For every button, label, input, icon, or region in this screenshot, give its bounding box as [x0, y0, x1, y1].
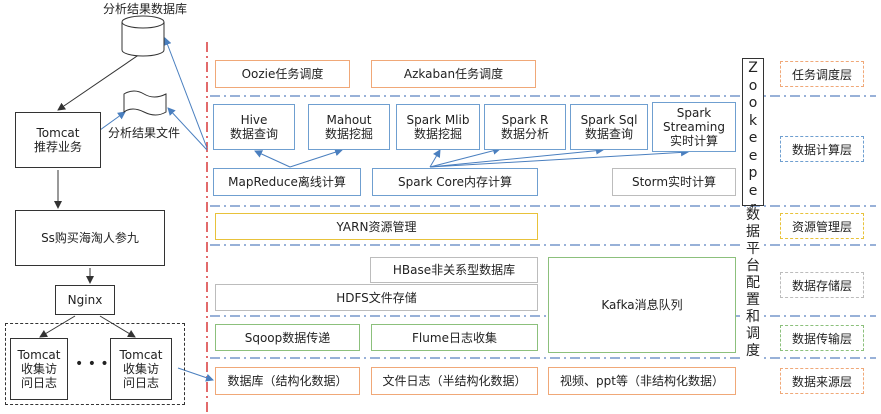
spark-r-box: Spark R 数据分析 — [484, 104, 566, 150]
nginx-box: Nginx — [55, 285, 115, 315]
db-label: 分析结果数据库 — [103, 2, 188, 16]
oozie-box: Oozie任务调度 — [215, 60, 350, 88]
source-video-box: 视频、ppt等（非结构化数据） — [548, 367, 736, 395]
hive-box: Hive 数据查询 — [213, 104, 295, 150]
file-label: 分析结果文件 — [108, 126, 181, 140]
layer-label-transfer: 数据传输层 — [780, 325, 864, 351]
mall-box: Ss购买海淘人参九 — [15, 210, 165, 266]
tomcat-log-box-1: Tomcat 收集访 问日志 — [10, 338, 68, 400]
log-collection-group — [5, 323, 185, 405]
database-icon — [121, 15, 165, 57]
tomcat-log-box-2: Tomcat 收集访 问日志 — [110, 338, 172, 400]
storm-box: Storm实时计算 — [612, 168, 736, 196]
spark-mlib-box: Spark Mlib 数据挖掘 — [396, 104, 480, 150]
file-icon — [123, 90, 167, 116]
ellipsis-dots: • • • — [75, 356, 109, 372]
flume-box: Flume日志收集 — [371, 324, 538, 351]
yarn-box: YARN资源管理 — [215, 213, 538, 240]
layer-label-compute: 数据计算层 — [780, 136, 864, 162]
spark-core-box: Spark Core内存计算 — [372, 168, 538, 196]
spark-streaming-box: Spark Streaming 实时计算 — [652, 102, 736, 152]
mahout-box: Mahout 数据挖掘 — [308, 104, 390, 150]
azkaban-box: Azkaban任务调度 — [371, 60, 536, 88]
layer-label-source: 数据来源层 — [780, 368, 864, 394]
sqoop-box: Sqoop数据传递 — [215, 324, 360, 351]
zookeeper-label: Zoo kee per — [748, 60, 758, 216]
zookeeper-box — [742, 58, 764, 206]
spark-sql-box: Spark Sql 数据查询 — [570, 104, 648, 150]
layer-label-resource: 资源管理层 — [780, 213, 864, 239]
platform-config-label: 数据平 台配置 和调度 — [742, 207, 764, 360]
hbase-box: HBase非关系型数据库 — [370, 257, 538, 283]
source-log-box: 文件日志（半结构化数据） — [371, 367, 538, 395]
tomcat-recommend-box: Tomcat 推荐业务 — [15, 112, 101, 168]
layer-label-scheduling: 任务调度层 — [780, 61, 864, 87]
layer-label-storage: 数据存储层 — [780, 272, 864, 298]
source-db-box: 数据库（结构化数据） — [215, 367, 360, 395]
hdfs-box: HDFS文件存储 — [215, 284, 538, 311]
mapreduce-box: MapReduce离线计算 — [213, 168, 361, 196]
kafka-box: Kafka消息队列 — [548, 257, 736, 353]
